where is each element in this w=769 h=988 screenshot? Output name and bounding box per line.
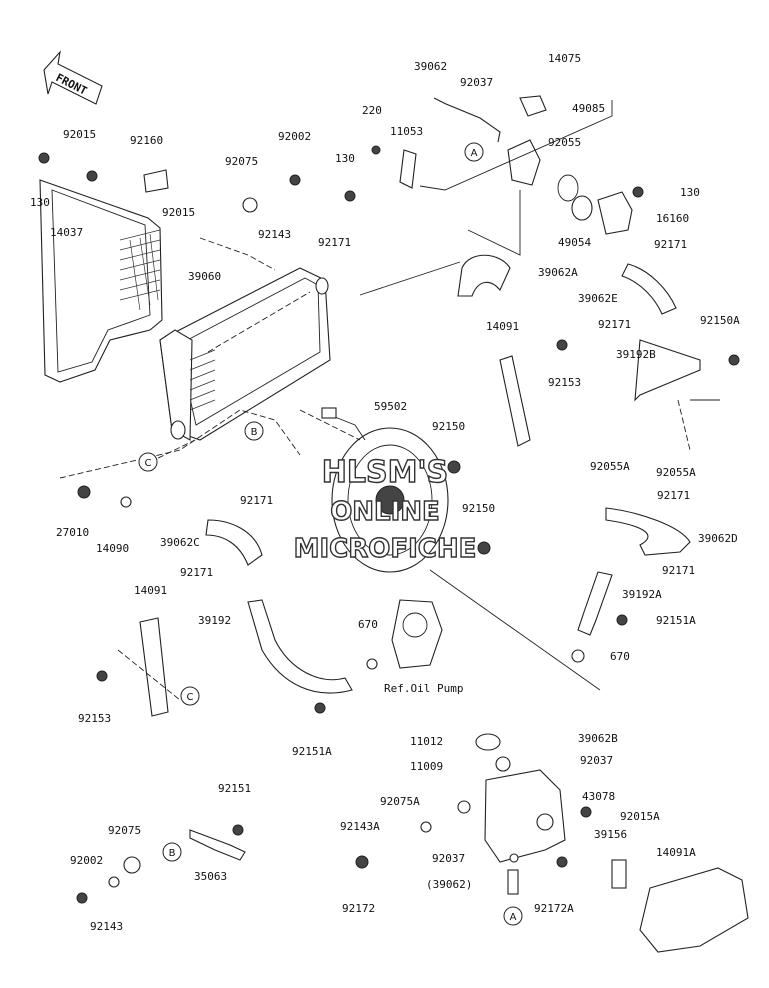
part-label: 92172 — [342, 902, 375, 915]
part-label: 92037 — [460, 76, 493, 89]
callout-markers: A B C C B A — [138, 142, 523, 926]
bracket-parts — [139, 355, 531, 861]
watermark: HLSM'S ONLINE MICROFICHE — [293, 454, 477, 564]
part-label: 39062D — [698, 532, 738, 545]
oil-pump-reference-part — [391, 599, 443, 669]
part-label: 92153 — [78, 712, 111, 725]
part-label: 92015 — [162, 206, 195, 219]
radiator-screen-part — [39, 179, 163, 383]
part-label: 92171 — [654, 238, 687, 251]
part-labels: 92015 92160 130 14037 92015 92075 92002 … — [30, 52, 740, 933]
part-label: 92075 — [108, 824, 141, 837]
part-label: 92002 — [70, 854, 103, 867]
part-label: 39156 — [594, 828, 627, 841]
thermostat-housing-part — [399, 95, 633, 235]
part-label: 39062E — [578, 292, 618, 305]
part-label: 39062B — [578, 732, 618, 745]
part-label: 43078 — [582, 790, 615, 803]
part-label: 39062 — [414, 60, 447, 73]
watermark-line-2: ONLINE — [330, 497, 440, 527]
part-label: 35063 — [194, 870, 227, 883]
part-label: 39060 — [188, 270, 221, 283]
part-label: 92055 — [548, 136, 581, 149]
part-label: 49054 — [558, 236, 591, 249]
callout-a: A — [510, 912, 517, 923]
callout-b: B — [251, 427, 258, 438]
fastener-parts — [38, 145, 740, 904]
part-label: 92015 — [63, 128, 96, 141]
part-label: 39192 — [198, 614, 231, 627]
part-label: 92171 — [657, 489, 690, 502]
watermark-line-3: MICROFICHE — [294, 534, 477, 564]
part-label: 92055A — [656, 466, 696, 479]
part-label: 14091A — [656, 846, 696, 859]
part-label: 11012 — [410, 735, 443, 748]
part-label: 16160 — [656, 212, 689, 225]
part-label: 92037 — [580, 754, 613, 767]
part-label: 92055A — [590, 460, 630, 473]
part-label: 130 — [335, 152, 355, 165]
part-label: 39192A — [622, 588, 662, 601]
front-arrow-icon: FRONT — [43, 50, 103, 105]
part-label: 220 — [362, 104, 382, 117]
reservoir-guard-part — [611, 859, 749, 953]
callout-c: C — [187, 692, 194, 703]
part-label: 130 — [30, 196, 50, 209]
part-label: 27010 — [56, 526, 89, 539]
part-label: 670 — [358, 618, 378, 631]
part-label: 59502 — [374, 400, 407, 413]
callout-a: A — [471, 148, 478, 159]
radiator-core-part — [159, 267, 331, 441]
part-label: 49085 — [572, 102, 605, 115]
part-label: 92171 — [180, 566, 213, 579]
part-label: 92160 — [130, 134, 163, 147]
part-label: 92150A — [700, 314, 740, 327]
part-label: 92143A — [340, 820, 380, 833]
part-label: 92151A — [292, 745, 332, 758]
part-label: 92143 — [258, 228, 291, 241]
part-label: 39192B — [616, 348, 656, 361]
part-label: 92153 — [548, 376, 581, 389]
part-label: 92075A — [380, 795, 420, 808]
part-label: 39062C — [160, 536, 200, 549]
part-label: 39062A — [538, 266, 578, 279]
watermark-line-1: HLSM'S — [322, 455, 448, 490]
part-label: 14037 — [50, 226, 83, 239]
callout-c: C — [145, 458, 152, 469]
part-label: 14091 — [486, 320, 519, 333]
part-label: 92172A — [534, 902, 574, 915]
part-label: 11009 — [410, 760, 443, 773]
part-label: 670 — [610, 650, 630, 663]
oil-pump-note: Ref.Oil Pump — [384, 682, 463, 695]
part-label: 92015A — [620, 810, 660, 823]
reference-lines — [59, 100, 720, 701]
cooling-fan-part — [321, 407, 449, 573]
part-label: 92037 — [432, 852, 465, 865]
part-label: 92171 — [240, 494, 273, 507]
part-label: 92150 — [432, 420, 465, 433]
part-label: 92171 — [318, 236, 351, 249]
part-label: 92151 — [218, 782, 251, 795]
part-label: 14091 — [134, 584, 167, 597]
callout-b: B — [169, 848, 176, 859]
part-label: 11053 — [390, 125, 423, 138]
part-label: 130 — [680, 186, 700, 199]
part-label: 92002 — [278, 130, 311, 143]
reservoir-tank-part — [475, 733, 566, 863]
part-label: 92143 — [90, 920, 123, 933]
part-label: 14090 — [96, 542, 129, 555]
part-label: 14075 — [548, 52, 581, 65]
part-label: 92151A — [656, 614, 696, 627]
part-label: 92075 — [225, 155, 258, 168]
part-label: 92150 — [462, 502, 495, 515]
hose-parts — [205, 254, 701, 694]
part-label: 92171 — [598, 318, 631, 331]
part-label: (39062) — [426, 878, 472, 891]
part-label: 92171 — [662, 564, 695, 577]
